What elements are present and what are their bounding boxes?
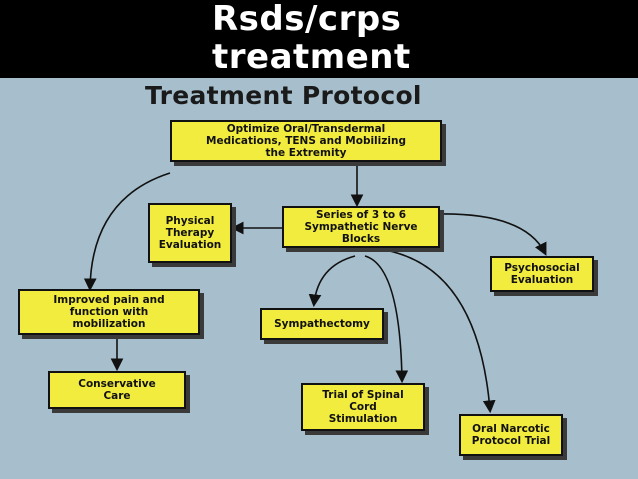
node-sympathectomy: Sympathectomy [260, 308, 384, 340]
node-spinal-cord-stimulation: Trial of Spinal Cord Stimulation [301, 383, 425, 431]
node-oral-narcotic: Oral Narcotic Protocol Trial [459, 414, 563, 456]
node-physical-therapy: Physical Therapy Evaluation [148, 203, 232, 263]
arrow-blocks-to-sympathectomy [308, 255, 356, 308]
arrow-blocks-to-psychosocial [439, 213, 547, 256]
connector-arrows [83, 161, 547, 414]
node-psychosocial: Psychosocial Evaluation [490, 256, 594, 292]
arrow-optimize-to-improved [83, 172, 171, 292]
diagram-slide: Treatment Protocol Optimize Oral/Transde… [0, 78, 638, 479]
protocol-heading: Treatment Protocol [145, 81, 422, 110]
title-bar: Rsds/crps treatment [0, 0, 638, 78]
arrow-blocks-to-spinal [364, 255, 409, 384]
node-optimize-medications: Optimize Oral/Transdermal Medications, T… [170, 120, 442, 162]
arrow-blocks-to-narcotic [384, 249, 496, 414]
node-conservative-care: Conservative Care [48, 371, 186, 409]
node-improved-pain: Improved pain and function with mobiliza… [18, 289, 200, 335]
slide-title: Rsds/crps treatment [212, 0, 411, 77]
node-sympathetic-blocks: Series of 3 to 6 Sympathetic Nerve Block… [282, 206, 440, 248]
